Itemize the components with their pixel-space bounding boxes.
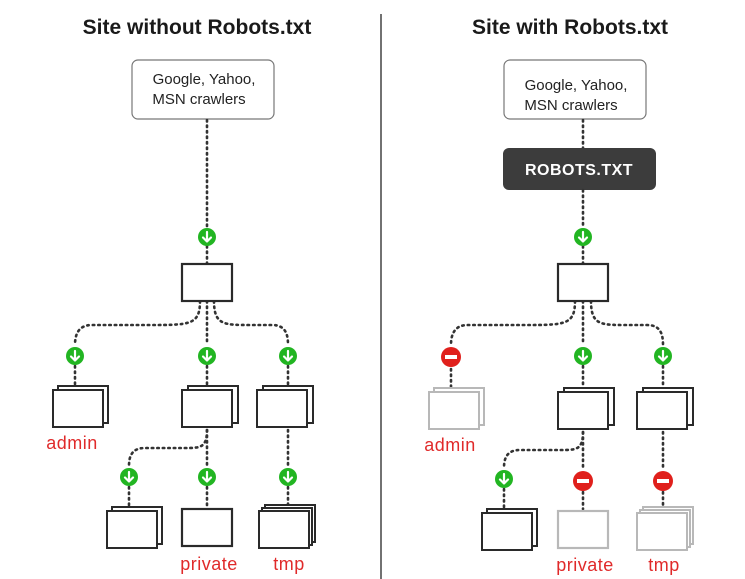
allow-icon [493, 468, 515, 490]
right-tmp-label: tmp [648, 555, 680, 575]
allow-icon [572, 226, 594, 248]
right-panel: Site with Robots.txt Google, Yahoo, MSN … [424, 16, 694, 575]
right-crawler-line2: MSN crawlers [524, 97, 617, 114]
left-root-folder [180, 262, 234, 303]
allow-icon [196, 466, 218, 488]
right-private-label: private [556, 555, 614, 575]
allow-icon [652, 345, 674, 367]
right-connector-tmp [589, 299, 665, 347]
left-tmp-leaf-folder-stack [258, 504, 316, 549]
right-admin-label: admin [424, 435, 476, 455]
right-crawler-box [503, 59, 647, 120]
robots-txt-label: ROBOTS.TXT [525, 162, 633, 179]
right-root-folder [556, 262, 610, 303]
left-connector-admin [73, 299, 202, 347]
right-private-leaf-folder-disabled [556, 509, 610, 550]
block-icon [441, 347, 461, 367]
left-private-label: private [180, 554, 238, 574]
robots-txt-box [503, 148, 656, 190]
left-private-folder-stack [181, 385, 239, 428]
left-connector-sub [127, 428, 209, 468]
right-admin-folder-stack-disabled [428, 387, 485, 430]
left-tmp-folder-stack [256, 385, 314, 428]
left-crawler-line1: Google, Yahoo, [153, 71, 256, 88]
left-sub-folder-stack [106, 506, 163, 549]
left-crawler-box [131, 59, 275, 120]
right-tmp-folder-stack [636, 387, 694, 430]
allow-icon [277, 466, 299, 488]
left-admin-folder-stack [52, 385, 109, 428]
right-sub-folder-stack [481, 508, 538, 551]
allow-icon [64, 345, 86, 367]
right-tmp-leaf-folder-stack-disabled [636, 506, 694, 551]
allow-icon [196, 345, 218, 367]
right-private-folder-stack [557, 387, 615, 430]
left-connector-tmp [212, 299, 290, 347]
allow-icon [196, 226, 218, 248]
left-admin-label: admin [46, 433, 98, 453]
block-icon [573, 471, 593, 491]
right-connector-sub [502, 430, 585, 470]
left-tmp-label: tmp [273, 554, 305, 574]
left-panel: Site without Robots.txt Google, Yahoo, M… [46, 16, 316, 574]
right-connector-admin [449, 299, 577, 347]
left-private-leaf-folder [180, 507, 234, 548]
right-panel-title: Site with Robots.txt [472, 16, 668, 39]
allow-icon [572, 345, 594, 367]
block-icon [653, 471, 673, 491]
left-crawler-line2: MSN crawlers [152, 91, 245, 108]
allow-icon [118, 466, 140, 488]
right-crawler-line1: Google, Yahoo, [525, 77, 628, 94]
left-panel-title: Site without Robots.txt [83, 16, 312, 39]
allow-icon [277, 345, 299, 367]
